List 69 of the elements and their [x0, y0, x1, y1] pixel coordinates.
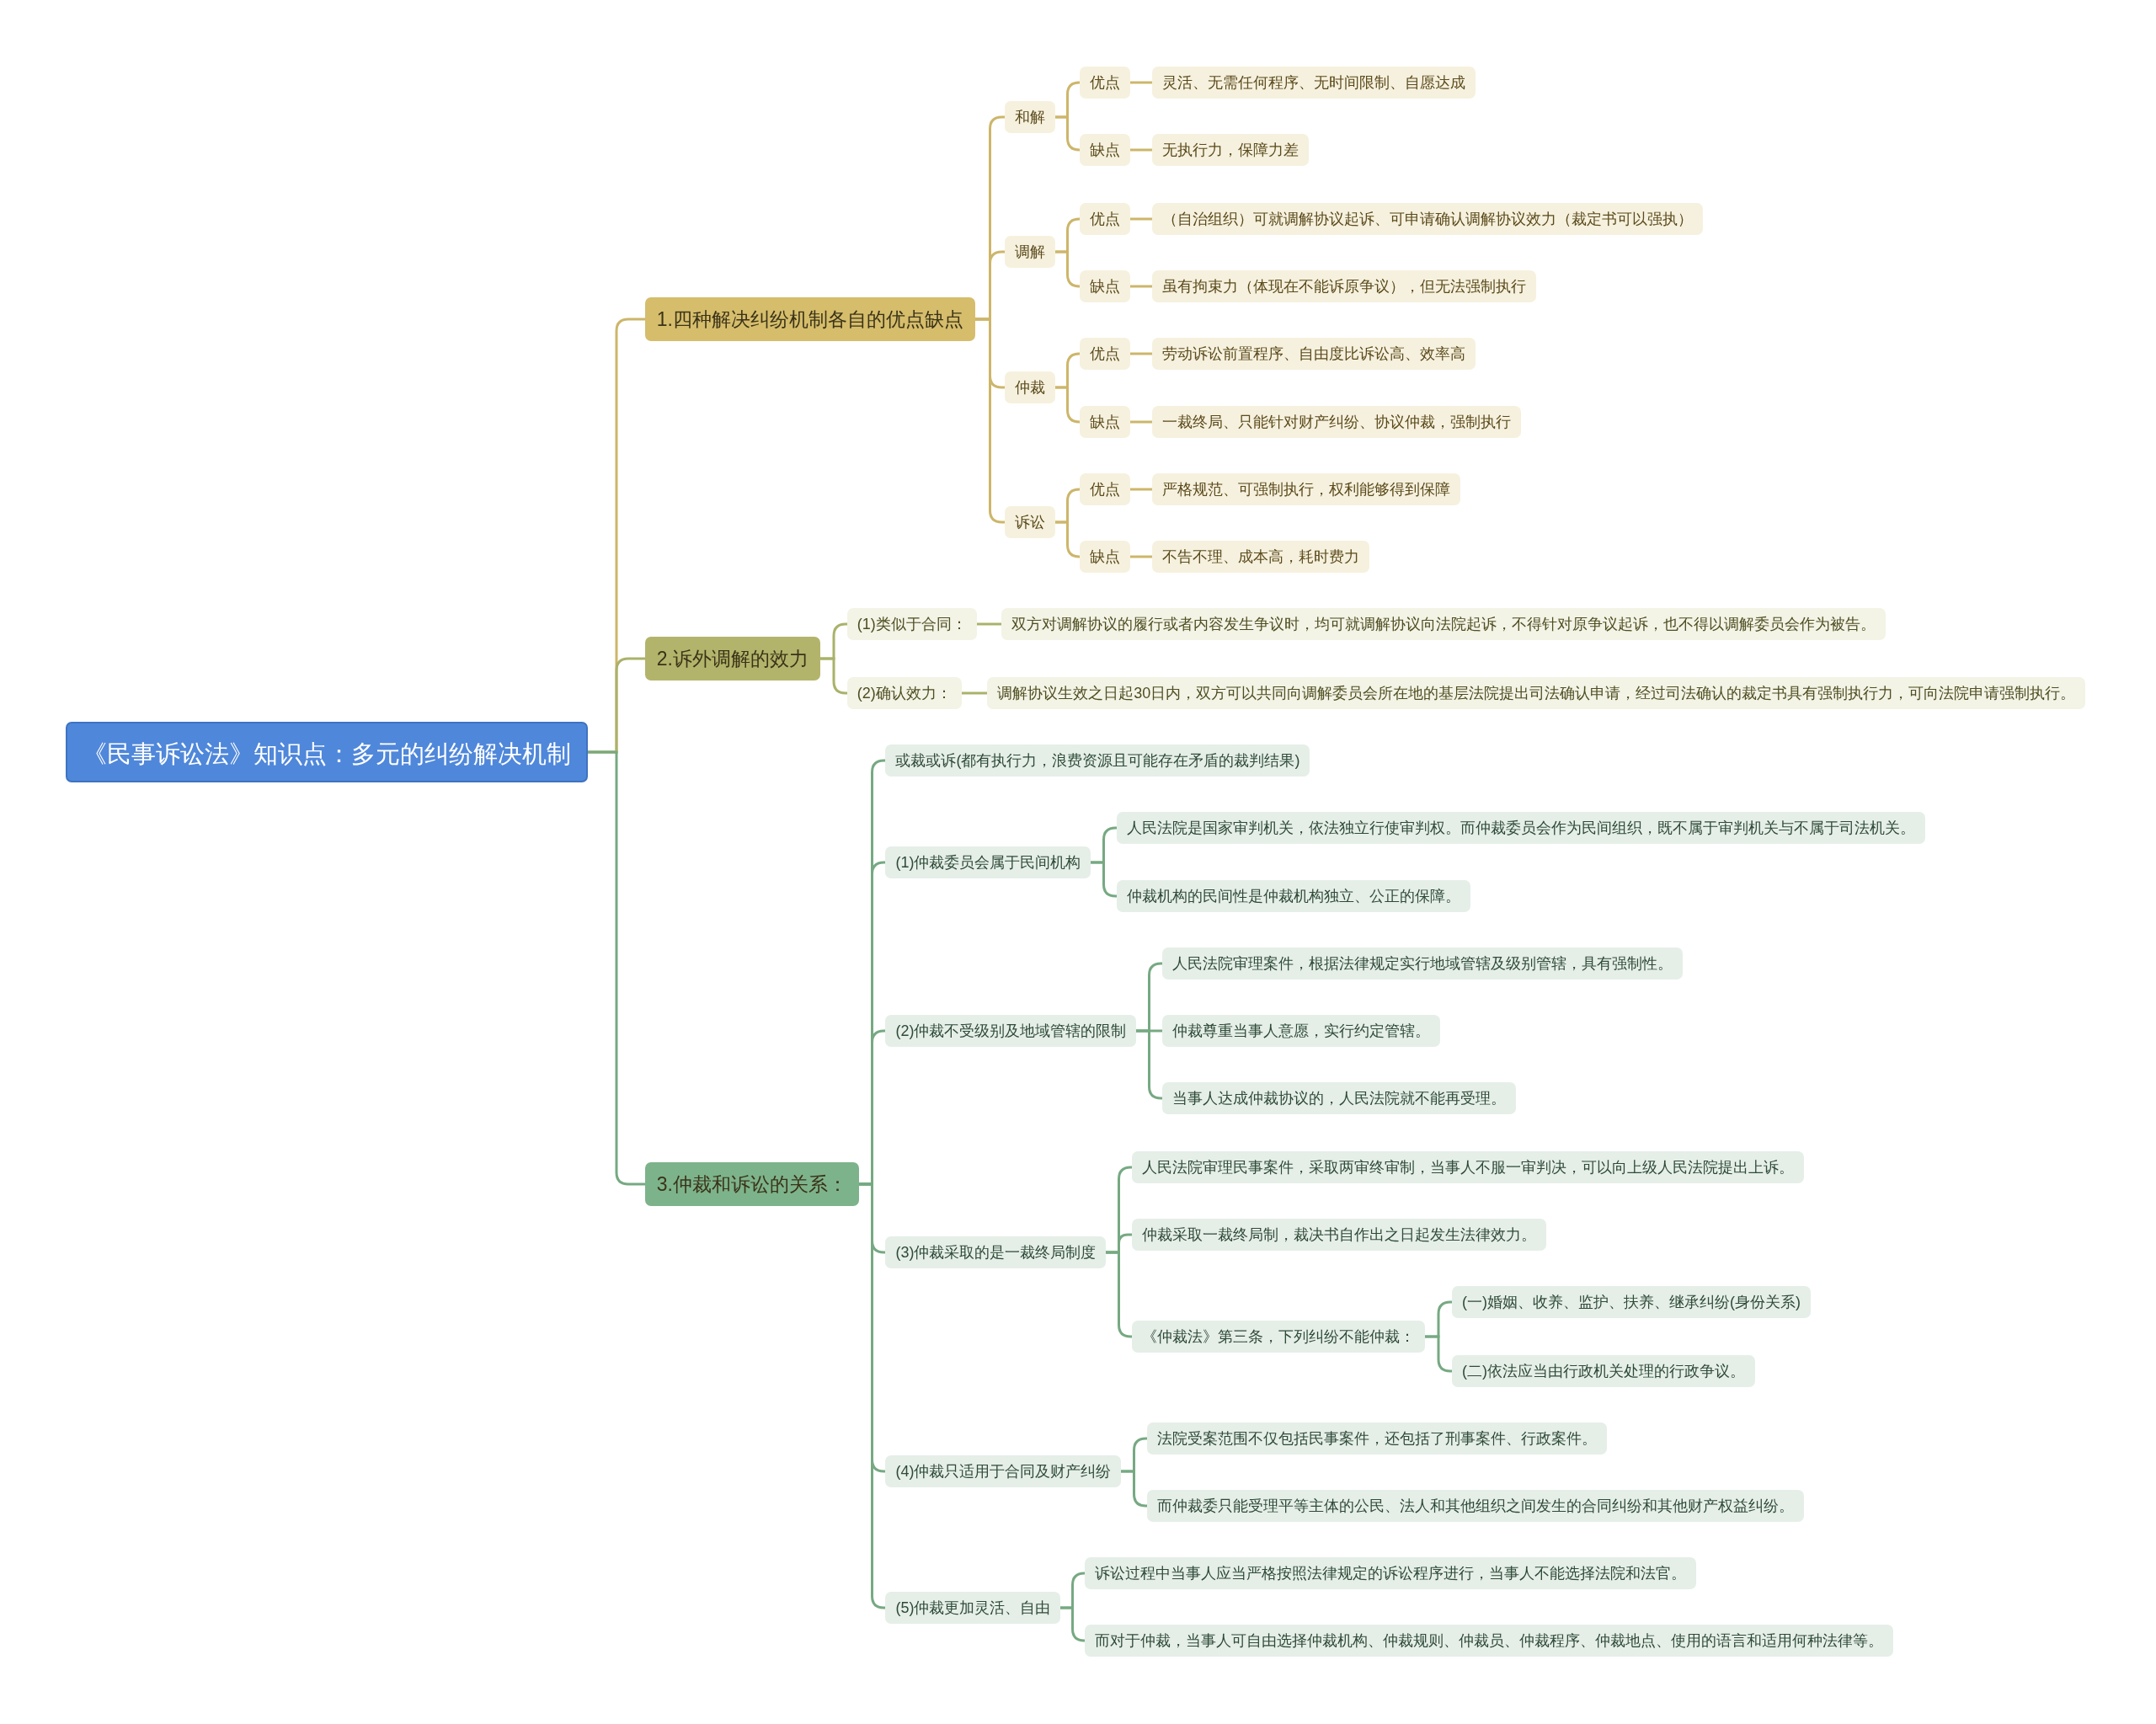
subtopic: (1)类似于合同：: [846, 608, 977, 641]
subtopic: 劳动诉讼前置程序、自由度比诉讼高、效率高: [1152, 337, 1476, 370]
connector-line: [1130, 555, 1152, 558]
connector-line: [1130, 81, 1152, 84]
connector-line: [1055, 115, 1081, 152]
subtopic: 优点: [1079, 66, 1130, 99]
subtopic: 诉讼过程中当事人应当严格按照法律规定的诉讼程序进行，当事人不能选择法院和法官。: [1085, 1556, 1697, 1589]
subtopic: 严格规范、可强制执行，权利能够得到保障: [1152, 473, 1461, 506]
subtopic: 当事人达成仲裁协议的，人民法院就不能再受理。: [1161, 1082, 1516, 1115]
connector-line: [1130, 217, 1152, 221]
subtopic: 调解协议生效之日起30日内，双方可以共同向调解委员会所在地的基层法院提出司法确认申请，经过司法确认的裁定书具有强制执行力，可向法院申请强制执行。: [987, 676, 2086, 709]
connector-line: [1121, 1470, 1148, 1508]
subtopic: 而仲裁委只能受理平等主体的公民、法人和其他组织之间发生的合同纠纷和其他财产权益纠纷。: [1146, 1489, 1804, 1522]
subtopic: (5)仲裁更加灵活、自由: [885, 1591, 1061, 1624]
subtopic: 诉讼: [1005, 506, 1056, 539]
connector-line: [1130, 352, 1152, 355]
subtopic: 和解: [1005, 100, 1056, 133]
subtopic: 法院受案范围不仅包括民事案件，还包括了刑事案件、行政案件。: [1146, 1422, 1607, 1454]
connector-line: [1130, 488, 1152, 491]
branch-topic: 3.仲裁和诉讼的关系：: [644, 1161, 859, 1206]
branch-topic: 1.四种解决纠纷机制各自的优点缺点: [644, 296, 975, 341]
subtopic: 灵活、无需任何程序、无时间限制、自愿达成: [1152, 66, 1476, 99]
subtopic: 优点: [1079, 202, 1130, 235]
subtopic: 或裁或诉(都有执行力，浪费资源且可能存在矛盾的裁判结果): [885, 744, 1310, 777]
subtopic: 仲裁尊重当事人意愿，实行约定管辖。: [1161, 1015, 1440, 1048]
subtopic: (2)确认效力：: [846, 676, 962, 709]
subtopic: (3)仲裁采取的是一裁终局制度: [885, 1236, 1107, 1269]
subtopic: 仲裁机构的民间性是仲裁机构独立、公正的保障。: [1116, 880, 1470, 913]
subtopic: 一裁终局、只能针对财产纠纷、协议仲裁，强制执行: [1152, 406, 1522, 439]
subtopic: 双方对调解协议的履行或者内容发生争议时，均可就调解协议向法院起诉，不得针对原争议起诉，也不得以调解委员会作为被告。: [1001, 608, 1886, 641]
subtopic: 人民法院审理民事案件，采取两审终审制，当事人不服一审判决，可以向上级人民法院提出上诉。: [1131, 1151, 1804, 1184]
connector-line: [1136, 1029, 1163, 1100]
subtopic: 《仲裁法》第三条，下列纠纷不能仲裁：: [1131, 1320, 1425, 1353]
subtopic: 无执行力，保障力差: [1152, 133, 1310, 166]
subtopic: 虽有拘束力（体现在不能诉原争议），但无法强制执行: [1152, 270, 1537, 302]
connector-line: [1055, 520, 1081, 558]
subtopic: (1)仲裁委员会属于民间机构: [885, 846, 1091, 878]
subtopic: (2)仲裁不受级别及地域管辖的限制: [885, 1015, 1137, 1048]
connector-line: [820, 657, 848, 695]
connector-line: [1091, 861, 1118, 898]
subtopic: 仲裁: [1005, 371, 1056, 404]
connector-line: [1055, 250, 1081, 288]
subtopic: 人民法院审理案件，根据法律规定实行地域管辖及级别管辖，具有强制性。: [1161, 947, 1683, 980]
subtopic: 缺点: [1079, 406, 1130, 439]
subtopic: 缺点: [1079, 133, 1130, 166]
connector-line: [962, 691, 987, 695]
subtopic: 调解: [1005, 235, 1056, 268]
connector-line: [1106, 1251, 1133, 1338]
connector-line: [1130, 285, 1152, 288]
root-topic: 《民事诉讼法》知识点：多元的纠纷解决机制: [66, 722, 589, 783]
subtopic: 不告不理、成本高，耗时费力: [1152, 541, 1370, 574]
subtopic: (4)仲裁只适用于合同及财产纠纷: [885, 1454, 1122, 1487]
subtopic: 缺点: [1079, 541, 1130, 574]
subtopic: (一)婚姻、收养、监护、扶养、继承纠纷(身份关系): [1452, 1286, 1812, 1319]
subtopic: (二)依法应当由行政机关处理的行政争议。: [1452, 1354, 1756, 1387]
connector-line: [977, 622, 1001, 626]
connector-line: [1425, 1335, 1453, 1373]
connector-line: [1130, 148, 1152, 152]
subtopic: 优点: [1079, 473, 1130, 506]
connector-line: [1130, 420, 1152, 424]
subtopic: 人民法院是国家审判机关，依法独立行使审判权。而仲裁委员会作为民间组织，既不属于审判机关与不属于司法机关。: [1116, 811, 1925, 844]
connector-line: [1055, 386, 1081, 424]
subtopic: 优点: [1079, 337, 1130, 370]
subtopic: 仲裁采取一裁终局制，裁决书自作出之日起发生法律效力。: [1131, 1219, 1546, 1252]
subtopic: 缺点: [1079, 270, 1130, 302]
subtopic: 而对于仲裁，当事人可自由选择仲裁机构、仲裁规则、仲裁员、仲裁程序、仲裁地点、使用的语言和适用何种法律等。: [1085, 1624, 1894, 1657]
connector-line: [1060, 1606, 1086, 1642]
subtopic: （自治组织）可就调解协议起诉、可申请确认调解协议效力（裁定书可以强执）: [1152, 202, 1704, 235]
branch-topic: 2.诉外调解的效力: [644, 637, 820, 681]
